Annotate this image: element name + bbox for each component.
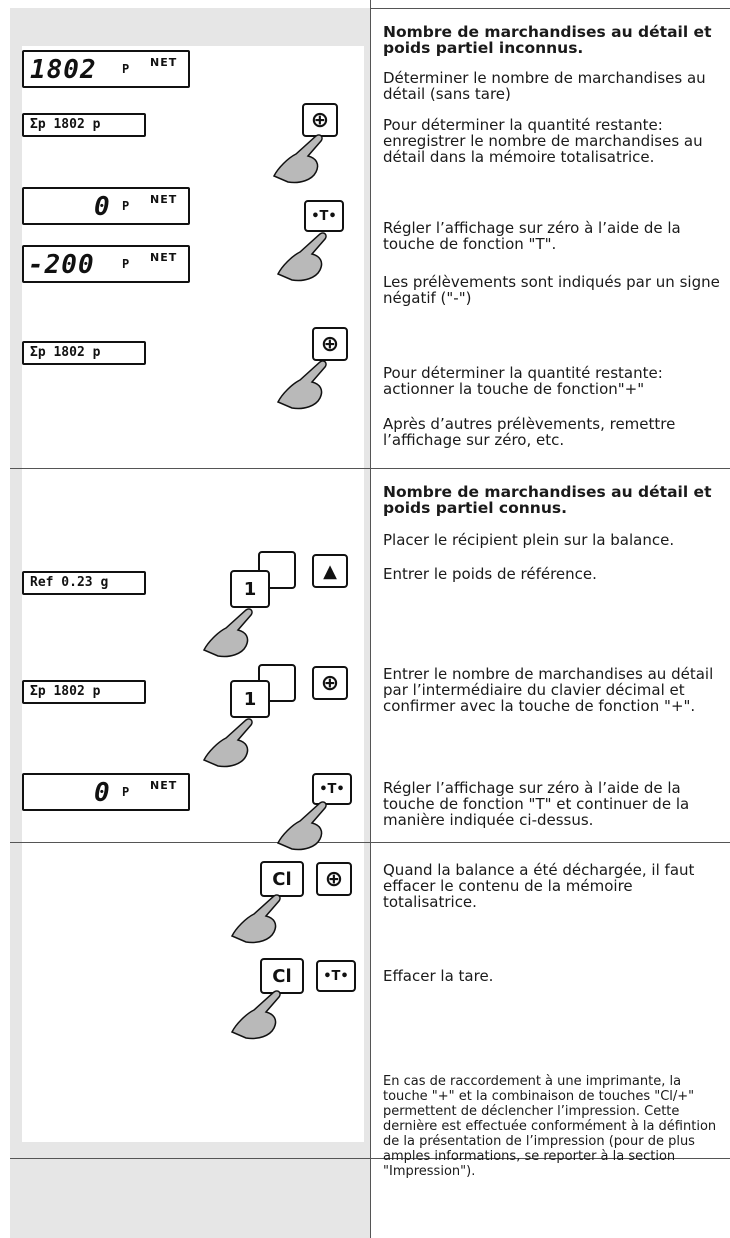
- tare-key[interactable]: •T•: [304, 200, 344, 232]
- pointing-hand-icon: [272, 134, 323, 184]
- section-divider-2: [10, 842, 730, 843]
- digit-label: 1: [243, 688, 257, 710]
- section-1-title: Nombre de marchandises au détail et poid…: [383, 23, 712, 57]
- pointing-hand-icon: [202, 608, 253, 658]
- plus-key[interactable]: ⊕: [312, 327, 348, 361]
- clear-label: Cl: [272, 868, 292, 890]
- display-value: 1802: [30, 55, 97, 85]
- display-ref-weight: Ref 0.23 g: [22, 571, 146, 595]
- digit-label: 1: [243, 578, 257, 600]
- section-1-text: Pour déterminer la quantité restante: ac…: [383, 364, 663, 398]
- display-text: Ref 0.23 g: [30, 575, 109, 590]
- pointing-hand-icon: [230, 894, 281, 944]
- plus-icon: ⊕: [320, 670, 340, 696]
- digit-1-key[interactable]: 1: [230, 570, 270, 608]
- display-value: 0: [94, 192, 111, 222]
- pointing-hand-icon: [202, 718, 253, 768]
- section-2-text: Régler l’affichage sur zéro à l’aide de …: [383, 779, 690, 829]
- display-sigma-1802: Σp 1802 p: [22, 113, 146, 137]
- section-2-text: Entrer le nombre de marchandises au déta…: [383, 665, 714, 715]
- pointing-hand-icon: [276, 360, 327, 410]
- reference-key[interactable]: ▲: [312, 554, 348, 588]
- clear-key[interactable]: Cl: [260, 861, 304, 897]
- section-4-text: En cas de raccordement à une imprimante,…: [383, 1074, 717, 1179]
- net-label: NET: [150, 779, 178, 792]
- display-minus200-net: -200 P NET: [22, 245, 190, 283]
- plus-key[interactable]: ⊕: [316, 862, 352, 896]
- display-unit: P: [122, 62, 131, 76]
- net-label: NET: [150, 56, 178, 69]
- display-sigma-1802: Σp 1802 p: [22, 341, 146, 365]
- display-text: Σp 1802 p: [30, 117, 101, 132]
- triangle-icon: ▲: [323, 560, 337, 582]
- tare-key[interactable]: •T•: [312, 773, 352, 805]
- net-label: NET: [150, 251, 178, 264]
- section-1-text: Les prélèvements sont indiqués par un si…: [383, 273, 720, 307]
- plus-icon: ⊕: [324, 866, 344, 892]
- vertical-divider: [370, 0, 371, 1238]
- display-unit: P: [122, 199, 131, 213]
- section-1-text: Régler l’affichage sur zéro à l’aide de …: [383, 219, 681, 253]
- section-3-text: Quand la balance a été déchargée, il fau…: [383, 861, 695, 911]
- tare-icon: •T•: [311, 208, 337, 224]
- section-1-text: Après d’autres prélèvements, remettre l’…: [383, 415, 676, 449]
- section-divider-3: [10, 1158, 730, 1159]
- display-text: Σp 1802 p: [30, 345, 101, 360]
- section-1-text: Déterminer le nombre de marchandises au …: [383, 69, 706, 103]
- left-bottom-gray-panel: [10, 1158, 370, 1238]
- pointing-hand-icon: [276, 801, 327, 851]
- tare-icon: •T•: [323, 968, 349, 984]
- display-0-net: 0 P NET: [22, 187, 190, 225]
- plus-icon: ⊕: [320, 331, 340, 357]
- clear-label: Cl: [272, 965, 292, 987]
- plus-icon: ⊕: [310, 107, 330, 133]
- plus-key[interactable]: ⊕: [312, 666, 348, 700]
- section-3-text: Effacer la tare.: [383, 967, 494, 985]
- display-1802-net: 1802 P NET: [22, 50, 190, 88]
- display-value: -200: [28, 250, 95, 280]
- clear-key[interactable]: Cl: [260, 958, 304, 994]
- display-value: 0: [94, 778, 111, 808]
- display-unit: P: [122, 257, 131, 271]
- tare-key[interactable]: •T•: [316, 960, 356, 992]
- pointing-hand-icon: [276, 232, 327, 282]
- display-unit: P: [122, 785, 131, 799]
- digit-1-key[interactable]: 1: [230, 680, 270, 718]
- display-0-net: 0 P NET: [22, 773, 190, 811]
- display-sigma-1802: Σp 1802 p: [22, 680, 146, 704]
- pointing-hand-icon: [230, 990, 281, 1040]
- section-1-text: Pour déterminer la quantité restante: en…: [383, 116, 703, 166]
- net-label: NET: [150, 193, 178, 206]
- top-rule: [370, 8, 730, 9]
- section-divider-1: [10, 468, 730, 469]
- section-2-text: Entrer le poids de référence.: [383, 565, 597, 583]
- section-2-title: Nombre de marchandises au détail et poid…: [383, 483, 712, 517]
- tare-icon: •T•: [319, 781, 345, 797]
- section-2-text: Placer le récipient plein sur la balance…: [383, 531, 675, 549]
- display-text: Σp 1802 p: [30, 684, 101, 699]
